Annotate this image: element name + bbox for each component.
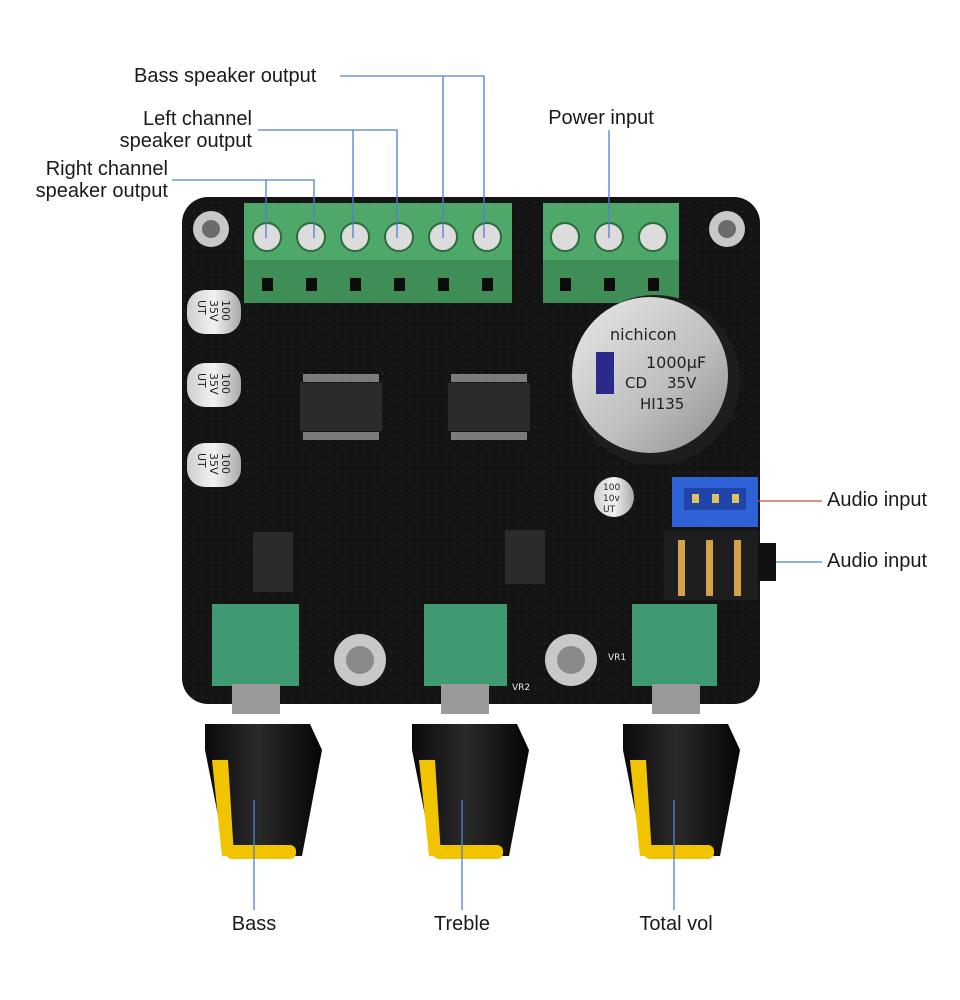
svg-text:100: 100 (219, 373, 232, 394)
svg-text:UT: UT (195, 373, 208, 388)
cap-voltage-text: 35V (667, 374, 697, 392)
label-left-channel-line2: speaker output (119, 130, 252, 152)
cap-brand-text: nichicon (610, 325, 677, 344)
leader-lines (172, 75, 822, 910)
svg-text:35V: 35V (207, 373, 220, 395)
label-left-channel-line1: Left channel (143, 108, 252, 130)
svg-text:UT: UT (603, 505, 616, 515)
label-total-vol: Total vol (639, 913, 713, 935)
knob-treble (412, 724, 529, 859)
label-treble: Treble (434, 913, 490, 935)
main-capacitor: nichicon 1000µF CD 35V HI135 (570, 295, 740, 465)
left-capacitors: 100 35V UT 100 35V UT 100 35V UT (187, 290, 241, 487)
vr2-label: VR2 (512, 683, 530, 693)
label-audio-input-jack: Audio input (827, 550, 928, 572)
cap-value-text: 1000µF (646, 353, 706, 372)
audio-input-jack (664, 530, 776, 600)
svg-text:UT: UT (195, 300, 208, 315)
svg-text:100: 100 (603, 483, 620, 493)
power-terminal-block (543, 203, 679, 303)
svg-text:100: 100 (219, 300, 232, 321)
mounting-holes (193, 211, 745, 686)
output-terminal-block (244, 203, 512, 303)
label-audio-input-header: Audio input (827, 489, 928, 511)
cap-code-text: HI135 (640, 395, 684, 413)
svg-text:100: 100 (219, 453, 232, 474)
audio-input-header (672, 477, 758, 527)
vr1-label: VR1 (608, 653, 626, 663)
amplifier-chips (253, 374, 545, 592)
label-right-channel-line2: speaker output (35, 180, 168, 202)
knob-total-vol (623, 724, 740, 859)
potentiometers (212, 604, 717, 714)
small-capacitor: 100 10v UT (594, 477, 634, 517)
cap-series-text: CD (625, 374, 647, 392)
label-bass: Bass (231, 913, 277, 935)
label-power-input: Power input (548, 107, 654, 129)
svg-text:10v: 10v (603, 494, 620, 504)
label-bass-speaker-output: Bass speaker output (134, 65, 317, 87)
svg-text:35V: 35V (207, 453, 220, 475)
svg-text:UT: UT (195, 453, 208, 468)
label-right-channel-line1: Right channel (45, 158, 168, 180)
knob-bass (205, 724, 322, 859)
svg-text:35V: 35V (207, 300, 220, 322)
